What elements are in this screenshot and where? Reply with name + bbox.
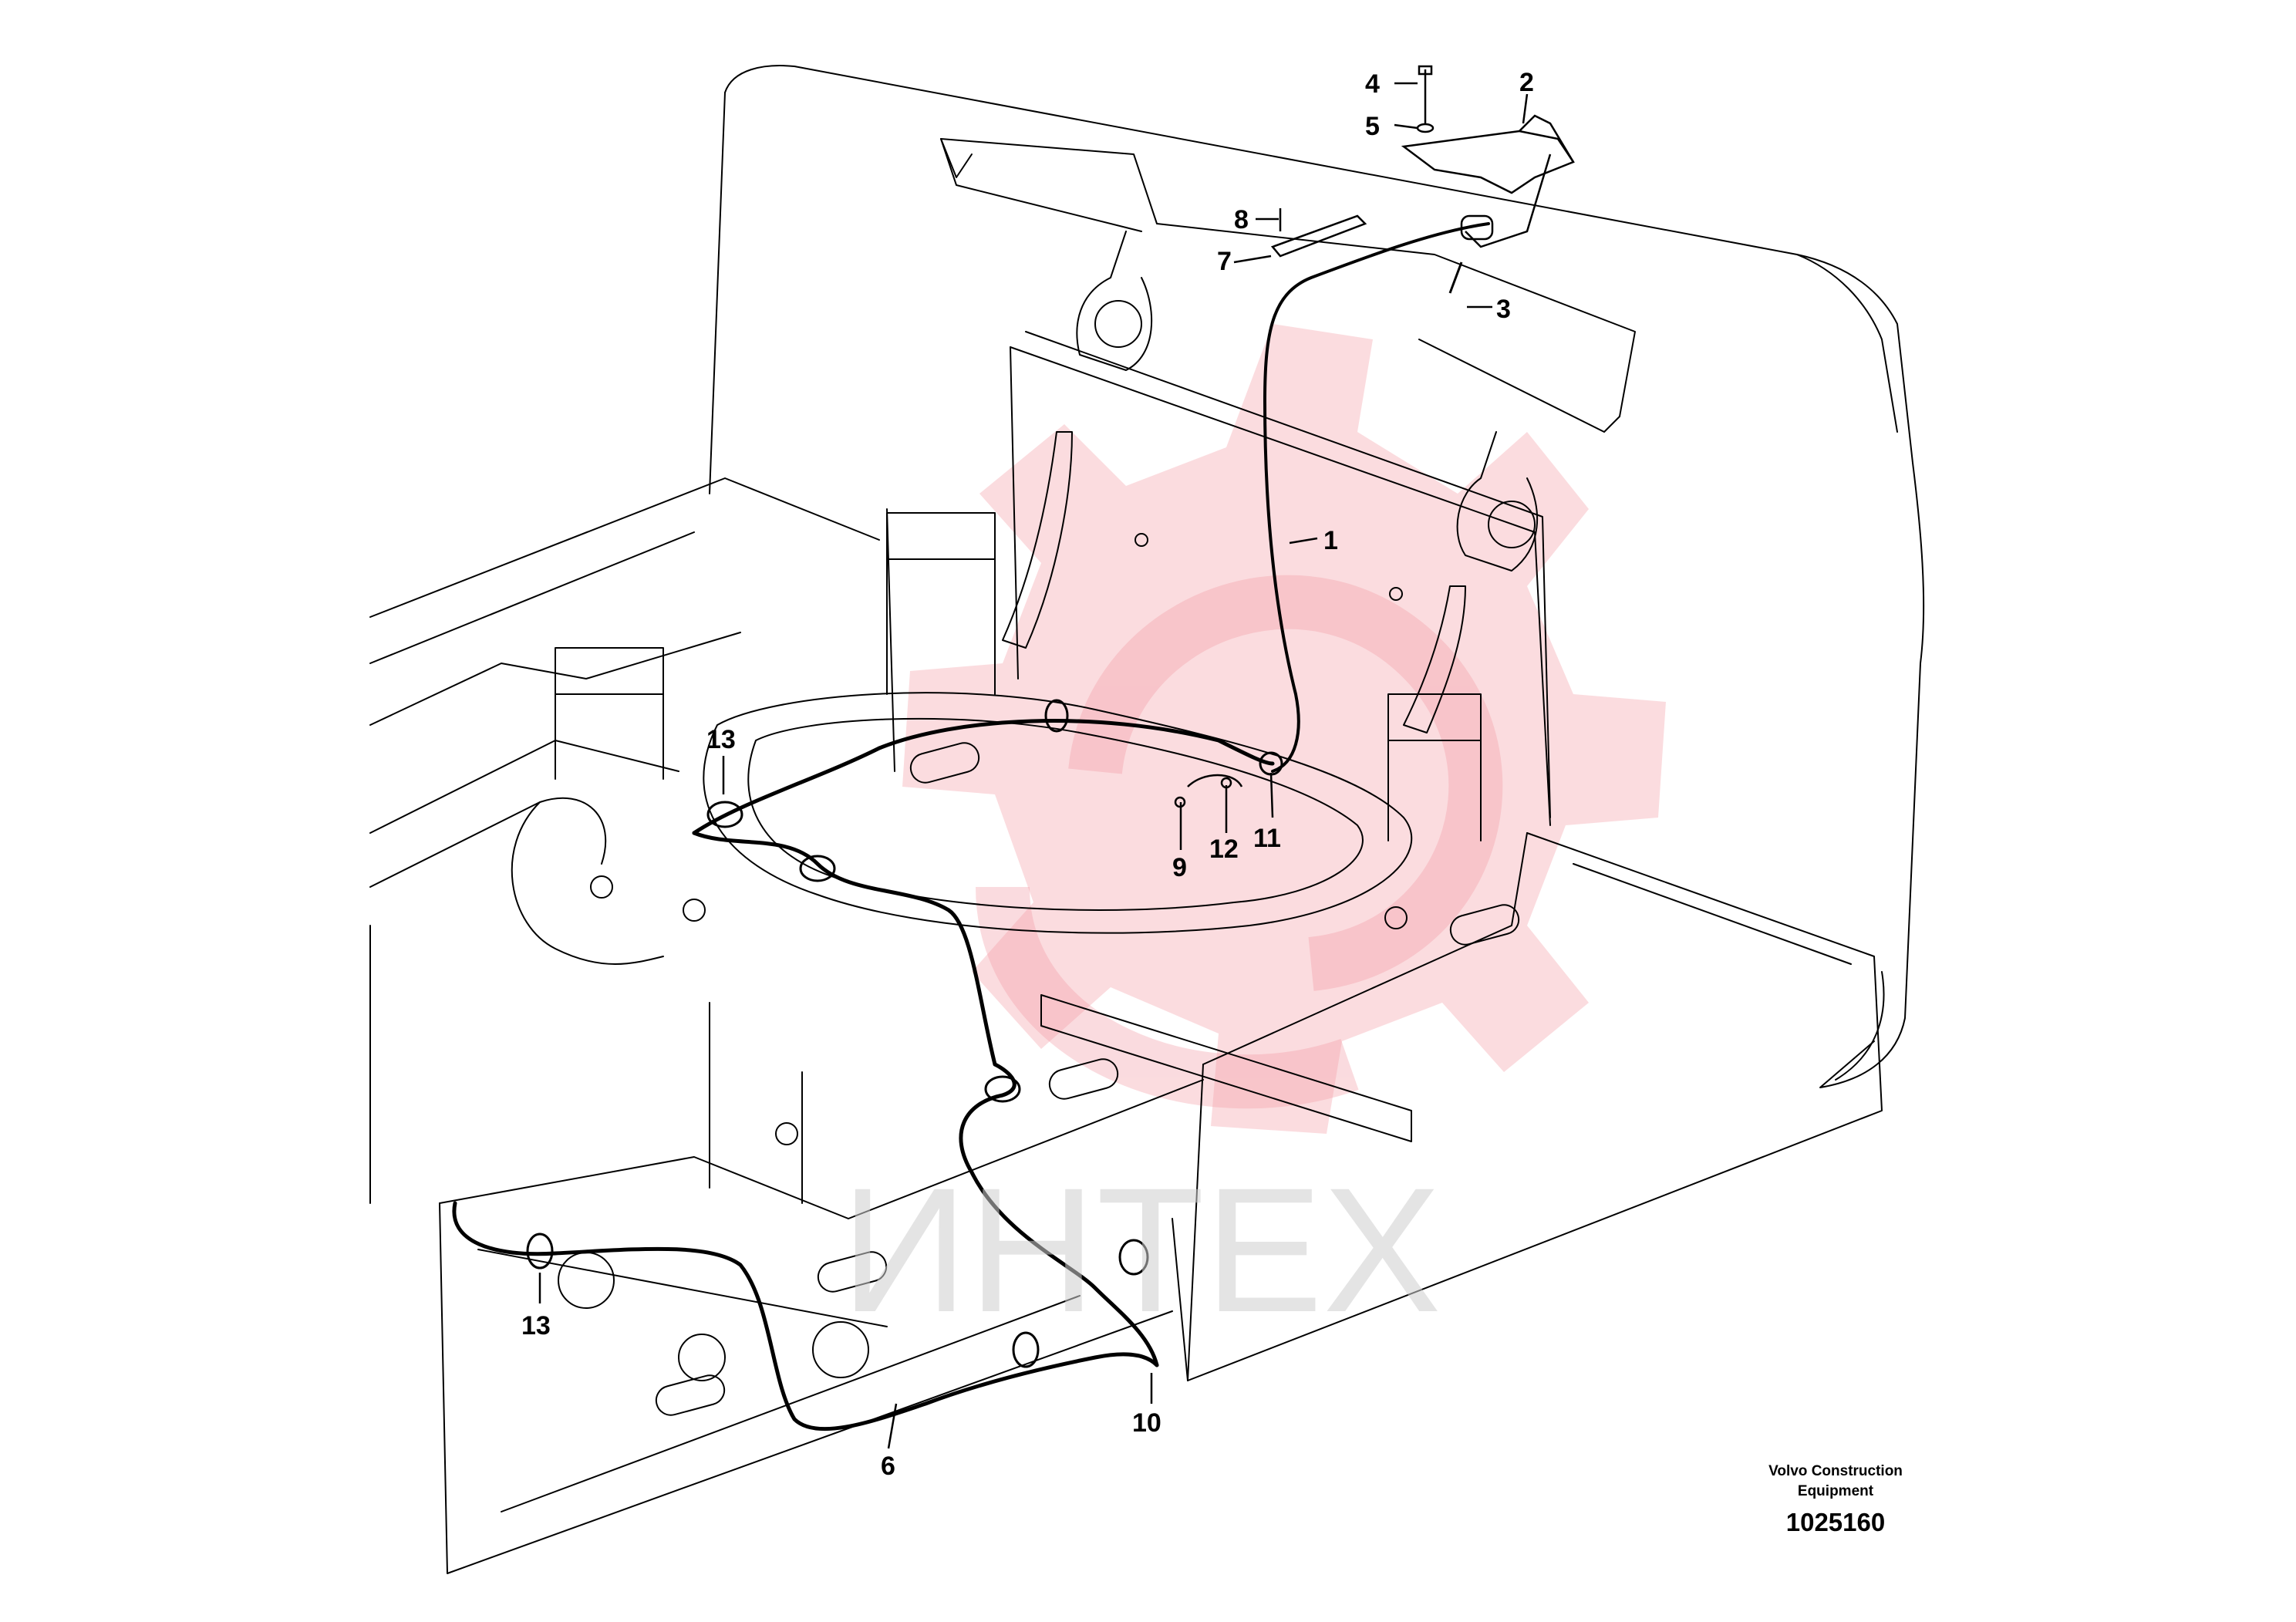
manufacturer-credit: Volvo Construction Equipment 1025160 (1735, 1462, 1936, 1537)
watermark-swirl (976, 575, 1503, 1109)
cable-1 (1263, 222, 1490, 773)
callout-3: 3 (1496, 295, 1511, 324)
callout-11: 11 (1253, 824, 1281, 853)
callout-9: 9 (1172, 853, 1187, 882)
bracket-assembly (1174, 65, 1575, 808)
callout-1: 1 (1323, 526, 1338, 555)
callout-13-upper: 13 (706, 725, 736, 754)
credit-line-2: Equipment (1797, 1483, 1874, 1499)
cable-harness-6 (452, 719, 1275, 1431)
callout-13-lower: 13 (521, 1311, 551, 1340)
callout-8: 8 (1234, 205, 1249, 234)
callout-4: 4 (1365, 69, 1380, 99)
callout-6: 6 (881, 1452, 895, 1481)
credit-line-1: Volvo Construction (1768, 1463, 1903, 1479)
callout-12: 12 (1209, 835, 1239, 864)
watermark-text: ИНТЕХ (841, 1151, 1441, 1349)
callout-7: 7 (1217, 247, 1232, 276)
callout-5: 5 (1365, 112, 1380, 141)
leader-lines (538, 82, 1529, 1449)
cable-clamps (526, 699, 1283, 1368)
watermark-logo (902, 324, 1666, 1134)
callout-10: 10 (1132, 1408, 1161, 1438)
callout-2: 2 (1519, 68, 1534, 97)
callout-labels: 1 2 3 4 5 6 7 8 9 10 11 12 13 13 (521, 68, 1534, 1481)
drawing-number: 1025160 (1785, 1508, 1886, 1536)
